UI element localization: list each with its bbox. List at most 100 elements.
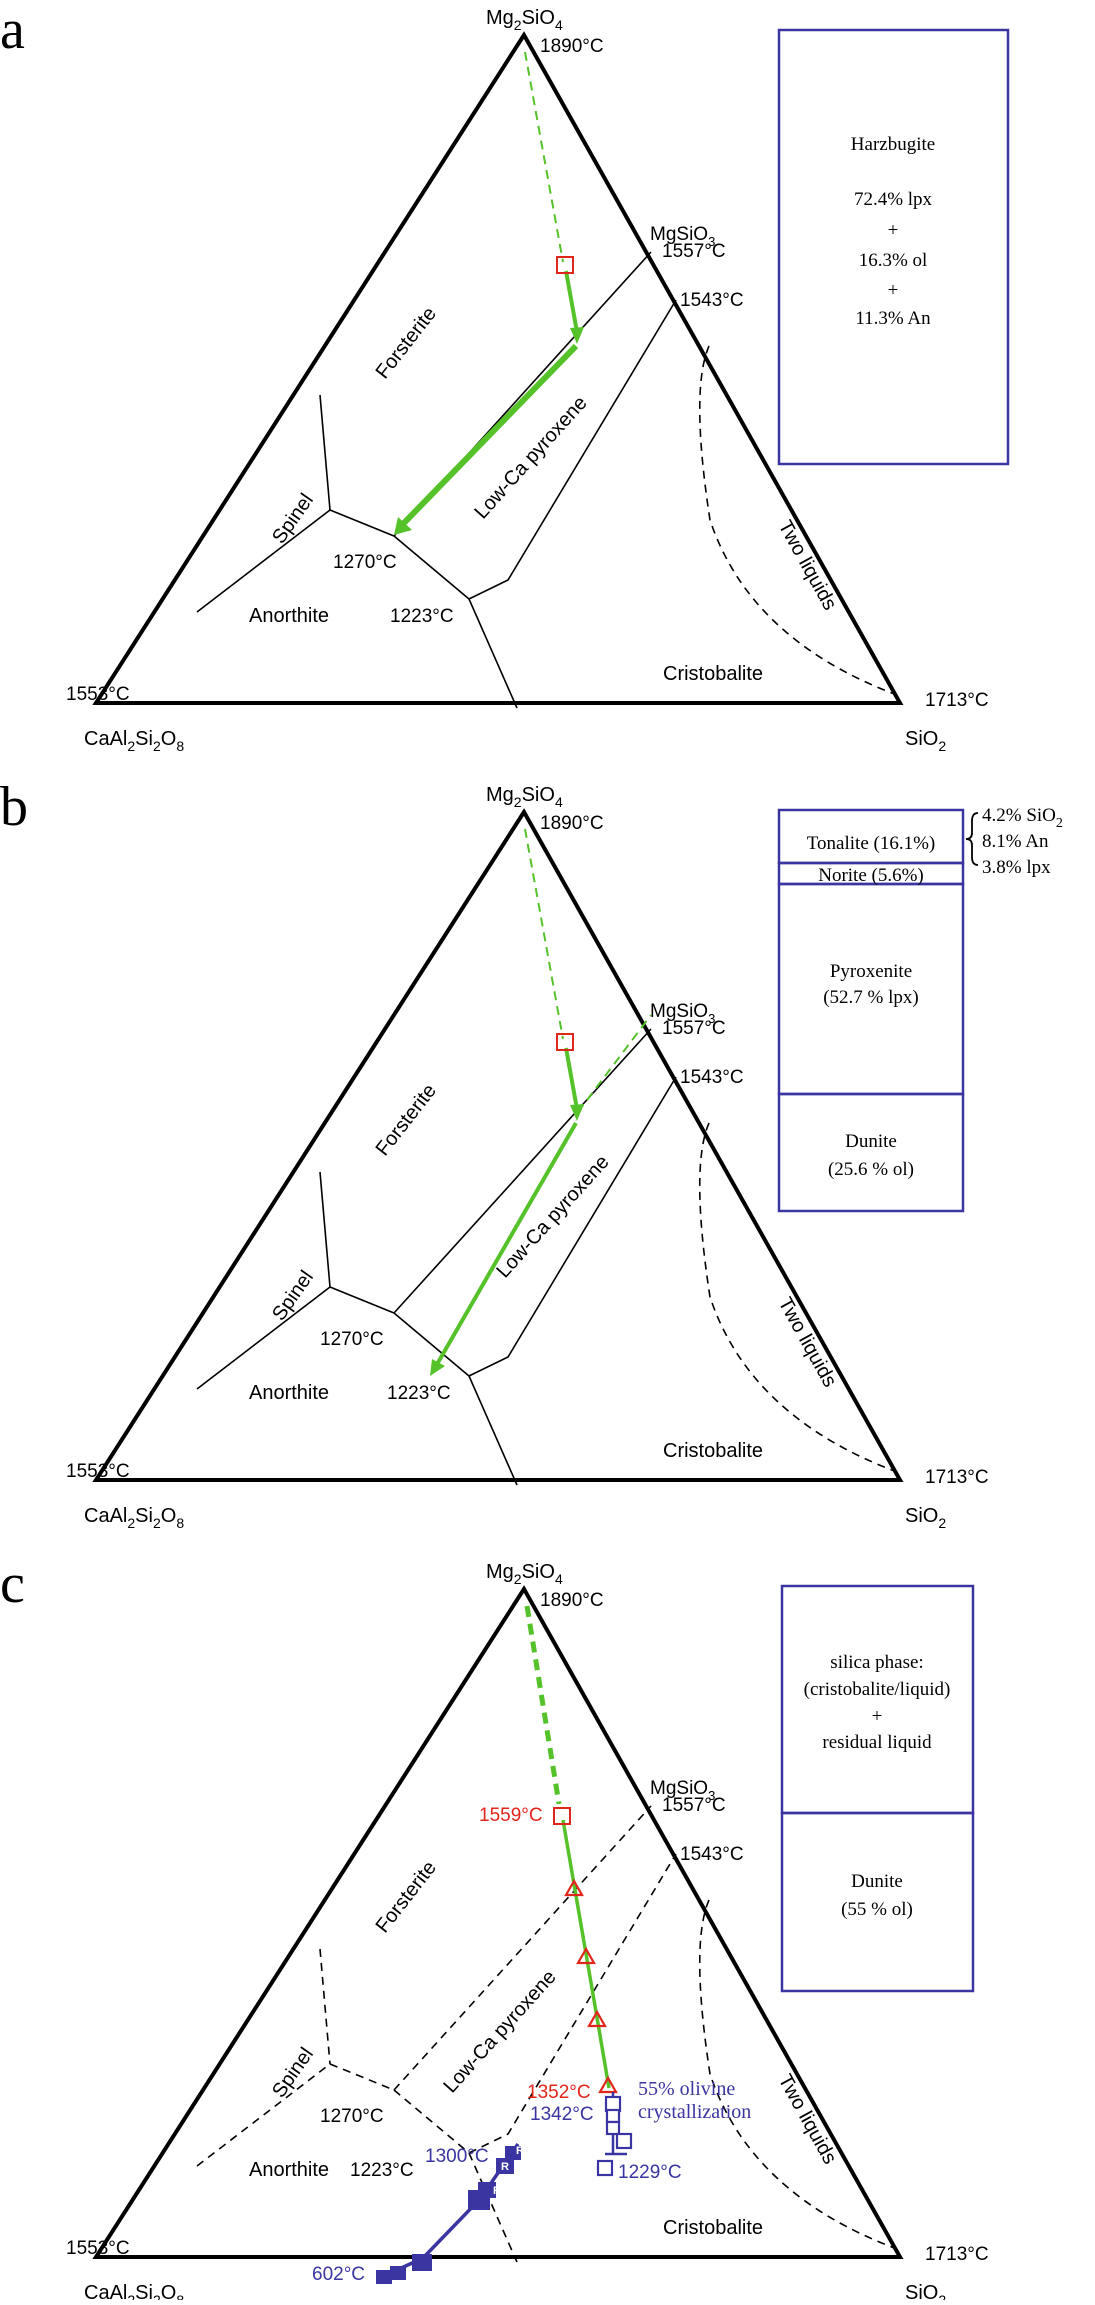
label-caal2si2o8: CaAl2Si2O8 — [84, 2282, 184, 2300]
box-pyroxenite-label: Pyroxenite — [830, 961, 912, 982]
field-spinel: Spinel — [268, 2044, 318, 2102]
start-marker — [556, 1033, 574, 1051]
tonalite-sio2: 4.2% SiO2 — [982, 805, 1063, 831]
composition-text: Harzbugite 72.4% lpx + 16.3% ol + 11.3% … — [851, 134, 935, 329]
label-mg2sio4: Mg2SiO4 — [486, 7, 563, 33]
temp-1890: 1890°C — [540, 813, 604, 834]
model-filled-squares — [376, 2146, 521, 2284]
model-open-squares — [596, 2095, 633, 2177]
temp-1543: 1543°C — [680, 290, 744, 311]
boundary-forsterite-anorthite — [329, 509, 395, 537]
square-marker — [605, 2108, 621, 2124]
filled-square — [376, 2270, 392, 2284]
temp-1229: 1229°C — [618, 2162, 682, 2183]
start-marker — [553, 1807, 571, 1825]
box-dunite-label: Dunite — [845, 1131, 897, 1152]
label-mgsio3: MgSiO3 — [650, 224, 715, 249]
boundary-two-liquids — [698, 345, 898, 696]
temp-1270: 1270°C — [320, 1329, 384, 1350]
phase-boundaries — [196, 1028, 677, 1486]
boundary-anorthite-lowca — [393, 2089, 470, 2154]
composition-box — [777, 28, 1010, 466]
boundary-anorthite-cristobalite — [468, 598, 518, 709]
temp-1713: 1713°C — [925, 2244, 989, 2265]
ternary-frame — [92, 31, 904, 705]
field-anorthite: Anorthite — [249, 2159, 329, 2181]
filled-square — [496, 2158, 514, 2174]
path-dashed-forsterite — [524, 1605, 562, 1805]
field-cristobalite: Cristobalite — [663, 2217, 763, 2239]
path-pyroxene-leg — [434, 1122, 578, 1367]
field-cristobalite: Cristobalite — [663, 663, 763, 685]
path-cotectic-leg — [400, 343, 579, 527]
temp-1557: 1557°C — [662, 241, 726, 262]
temp-1543: 1543°C — [680, 1067, 744, 1088]
temp-1270: 1270°C — [320, 2106, 384, 2127]
square-marker — [615, 2132, 633, 2150]
temp-1557: 1557°C — [662, 1795, 726, 1816]
label-mgsio3: MgSiO3 — [650, 1001, 715, 1026]
composition-text: silica phase: (cristobalite/liquid) + re… — [804, 1652, 951, 1920]
panel-letter: c — [0, 1553, 25, 1615]
silica-line: (cristobalite/liquid) — [804, 1679, 951, 1700]
tonalite-lpx: 3.8% lpx — [982, 857, 1051, 878]
silica-line: + — [872, 1706, 883, 1727]
temp-1543: 1543°C — [680, 1844, 744, 1865]
boundary-spinel-anorthite — [196, 1286, 331, 1390]
temp-1890: 1890°C — [540, 1590, 604, 1611]
box-tonalite-label: Tonalite (16.1%) — [807, 833, 935, 854]
temp-1559: 1559°C — [479, 1805, 543, 1826]
temp-1713: 1713°C — [925, 690, 989, 711]
panel-c: c — [0, 1553, 989, 2305]
square-marker — [604, 2095, 622, 2113]
label-mg2sio4: Mg2SiO4 — [486, 1561, 563, 1587]
panel-letter: b — [0, 776, 28, 838]
box-line: Harzbugite — [851, 134, 935, 155]
box-dunite — [777, 1092, 965, 1213]
r-markers: R R R — [493, 2145, 524, 2197]
composition-boxes — [777, 808, 965, 1213]
boundary-spinel-forsterite — [319, 1171, 331, 1288]
boundary-lowca-cristobalite — [468, 1853, 677, 2154]
r-label: R — [493, 2185, 501, 2197]
field-forsterite: Forsterite — [372, 303, 441, 383]
panel-letter: a — [0, 0, 25, 61]
boundary-anorthite-lowca — [393, 1312, 470, 1377]
tonalite-an: 8.1% An — [982, 831, 1049, 852]
field-anorthite: Anorthite — [249, 605, 329, 627]
field-forsterite: Forsterite — [372, 1857, 441, 1937]
box-norite-label: Norite (5.6%) — [818, 865, 924, 886]
box-line: + — [888, 220, 899, 241]
field-lowca-pyroxene: Low-Ca pyroxene — [439, 1966, 560, 2097]
phase-boundaries — [196, 1805, 677, 2263]
temp-1270: 1270°C — [333, 552, 397, 573]
arrow-head — [394, 517, 412, 535]
boundary-two-liquids — [698, 1899, 898, 2250]
label-caal2si2o8: CaAl2Si2O8 — [84, 728, 184, 754]
arrow-head — [430, 1359, 445, 1376]
temp-1223: 1223°C — [350, 2160, 414, 2181]
composition-boxes — [780, 1584, 975, 1993]
box-dunite-value: (25.6 % ol) — [828, 1159, 914, 1180]
field-anorthite: Anorthite — [249, 1382, 329, 1404]
boundary-lowca-cristobalite — [468, 1076, 677, 1377]
label-sio2: SiO2 — [905, 2282, 946, 2300]
box-dunite — [780, 1811, 975, 1993]
composition-text: Tonalite (16.1%) Norite (5.6%) Pyroxenit… — [807, 833, 935, 1180]
box-line: 11.3% An — [855, 308, 931, 329]
silica-line: silica phase: — [830, 1652, 923, 1673]
boundary-forsterite-lowca — [393, 1805, 652, 2091]
temp-1890: 1890°C — [540, 36, 604, 57]
boundary-forsterite-lowca — [393, 1028, 652, 1314]
temp-1352: 1352°C — [527, 2082, 591, 2103]
boundary-spinel-anorthite — [196, 2063, 331, 2167]
field-cristobalite: Cristobalite — [663, 1440, 763, 1462]
boundary-spinel-forsterite — [319, 394, 331, 511]
label-sio2: SiO2 — [905, 1505, 946, 1531]
filled-square — [390, 2266, 406, 2280]
square-marker — [605, 2120, 621, 2136]
temp-1713: 1713°C — [925, 1467, 989, 1488]
olivine-note-line2: crystallization — [638, 2101, 751, 2123]
